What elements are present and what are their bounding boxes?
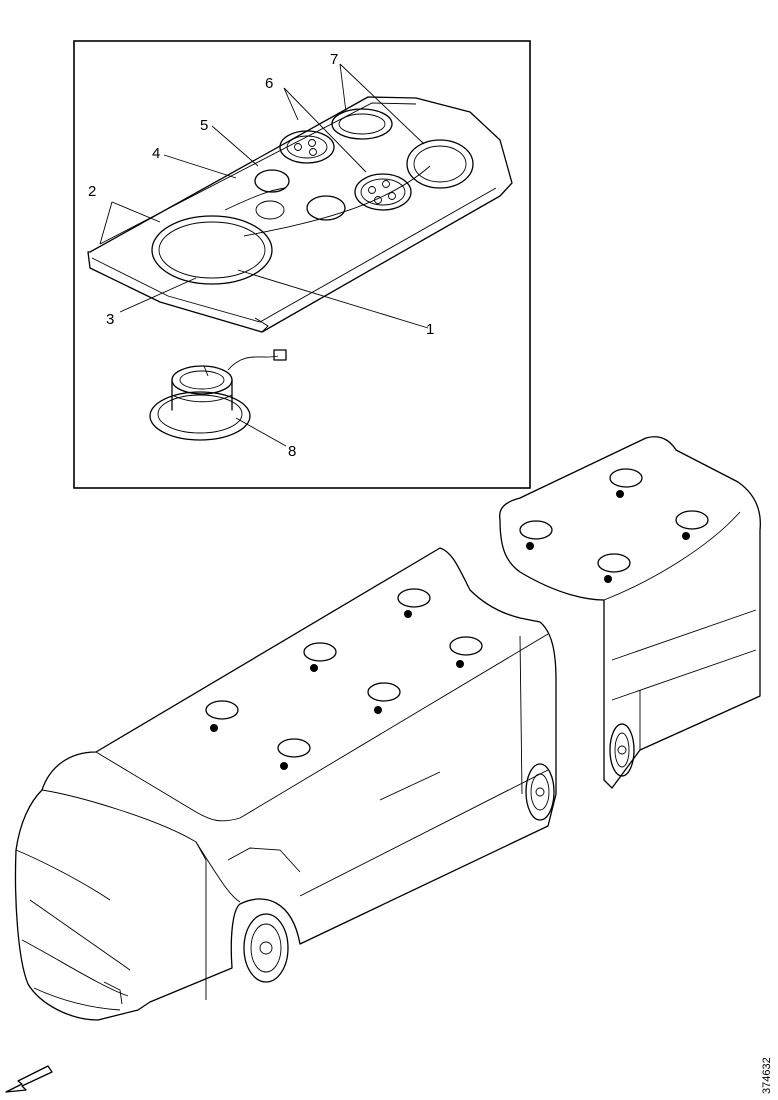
speaker-unit: [149, 349, 287, 441]
callout-3: 3: [106, 311, 114, 328]
arrow-icon: [5, 1065, 53, 1093]
roof-speakers-rear: [519, 468, 709, 583]
ceiling-panel: [87, 96, 513, 333]
callout-4: 4: [152, 145, 160, 162]
detail-box: 1 2 3 4 5 6 7 8: [73, 40, 531, 489]
articulated-bus: [14, 436, 761, 1021]
callout-6: 6: [265, 75, 273, 92]
rear-section: [499, 436, 761, 789]
callout-8: 8: [288, 443, 296, 460]
document-number: 374632: [761, 1057, 773, 1094]
callout-5: 5: [200, 117, 208, 134]
leader-lines: [99, 63, 429, 447]
callout-1: 1: [426, 321, 434, 338]
roof-speakers-front: [205, 588, 483, 770]
front-section: [14, 547, 557, 1021]
callout-2: 2: [88, 183, 96, 200]
callout-7: 7: [330, 51, 338, 68]
